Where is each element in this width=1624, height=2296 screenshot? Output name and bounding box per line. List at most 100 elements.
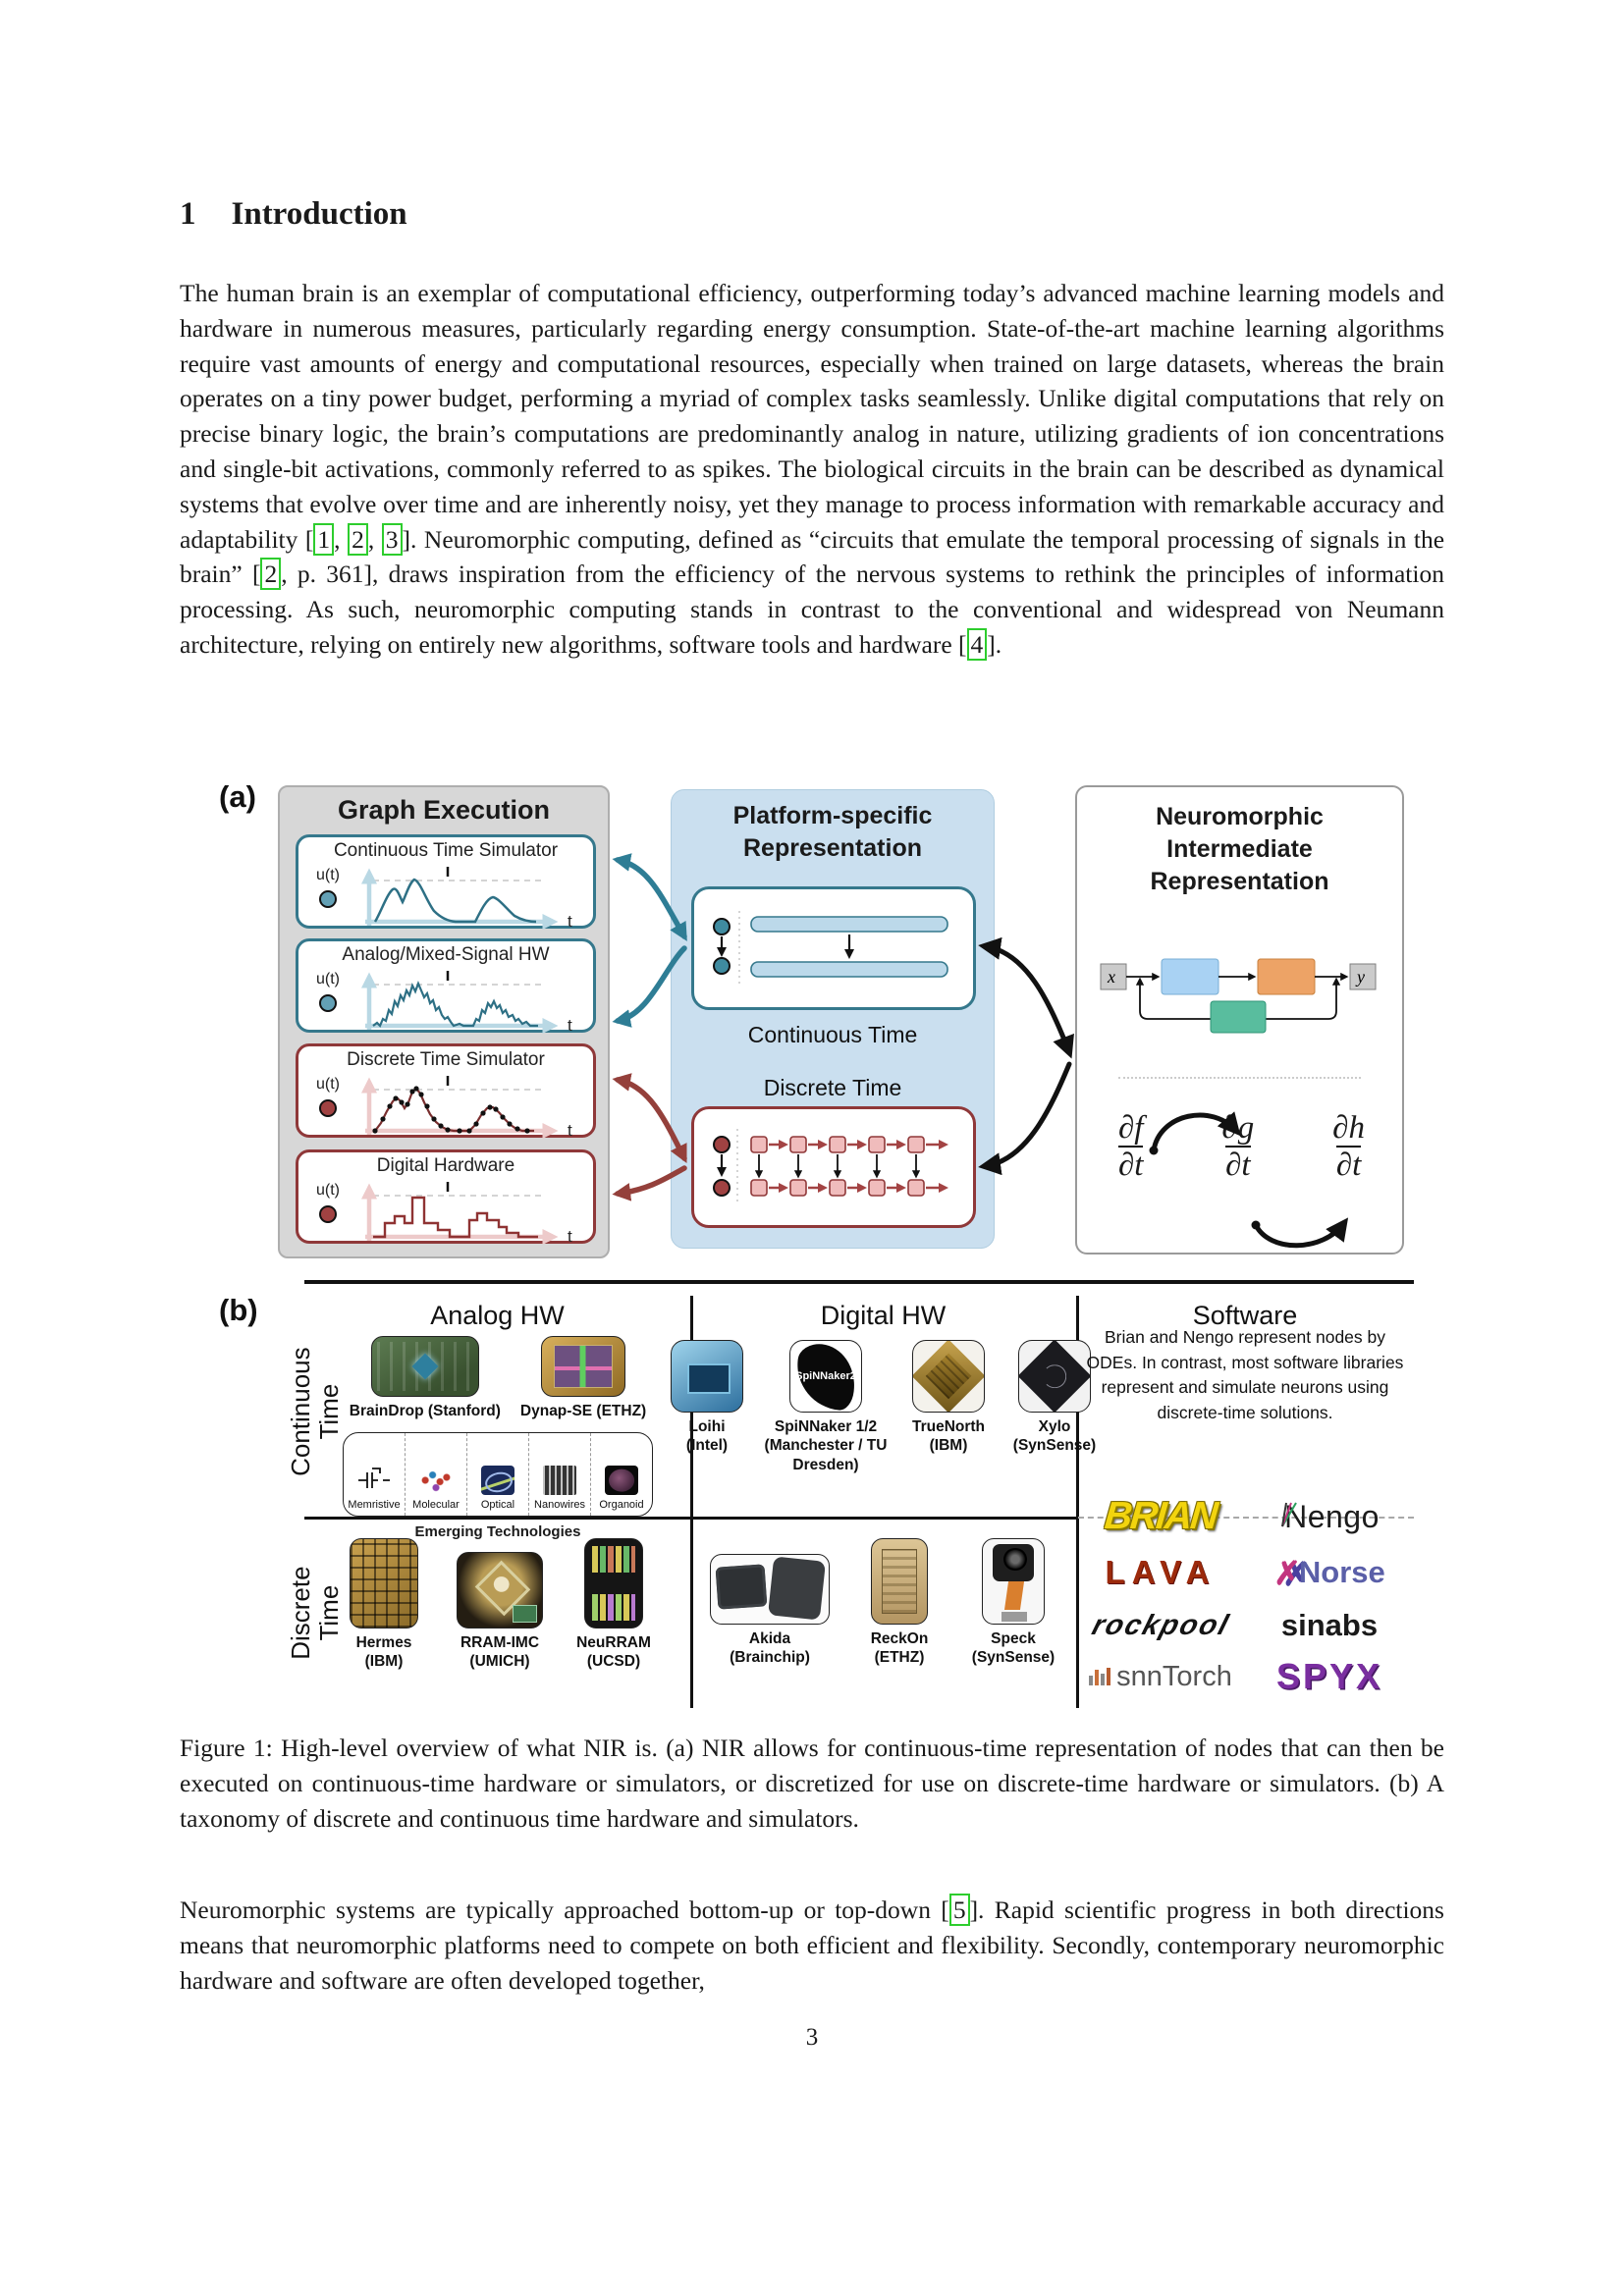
citation-link[interactable]: 4 [966, 627, 988, 661]
speck-cable [1003, 1581, 1024, 1611]
page-number: 3 [805, 2024, 819, 2051]
chip-hermes: Hermes(IBM) [335, 1538, 433, 1672]
column-divider-2 [1076, 1296, 1079, 1708]
node-dot-icon [319, 1205, 337, 1223]
citation-link[interactable]: 5 [948, 1894, 970, 1926]
norse-logo: Norse [1298, 1555, 1385, 1589]
node-dot-icon [319, 994, 337, 1012]
emerging-nanowires: Nanowires [528, 1433, 590, 1517]
chip-xylo: Xylo(SynSense) [1007, 1340, 1102, 1456]
emerging-technologies-box: Memristive Molecular Optical Nanowires O… [343, 1432, 653, 1518]
nir-derivatives: ∂f∂t ∂g∂t ∂h∂t [1097, 1111, 1386, 1182]
norse-xx-icon: ✗ [1273, 1554, 1300, 1591]
emerging-molecular: Molecular [405, 1433, 466, 1517]
figure-caption: Figure 1: High-level overview of what NI… [180, 1734, 1444, 1833]
column-header-analog-hw: Analog HW [430, 1301, 565, 1330]
emerging-technologies-label: Emerging Technologies [414, 1523, 581, 1541]
column-divider-1 [690, 1296, 693, 1708]
organoid-image [605, 1466, 638, 1496]
software-logo-row-4: snnTorch SPYX [1076, 1654, 1414, 1699]
optical-image [481, 1466, 514, 1496]
software-description: Brian and Nengo represent nodes by ODEs.… [1086, 1327, 1404, 1422]
card-title: Digital Hardware [376, 1155, 515, 1176]
chip-reckon: ReckOn(ETHZ) [857, 1538, 942, 1668]
nir-panel: Neuromorphic Intermediate Representation… [1075, 785, 1404, 1255]
emerging-optical: Optical [466, 1433, 528, 1517]
xylo-chip-image [1018, 1340, 1091, 1413]
card-title: Analog/Mixed-Signal HW [342, 944, 550, 965]
rockpool-logo: rockpool [1088, 1609, 1233, 1641]
section-number: 1 [180, 196, 196, 232]
axis-y-label: u(t) [316, 867, 340, 883]
nir-block-diagram: x y [1100, 958, 1377, 1034]
section-title: Introduction [231, 196, 407, 232]
discrete-time-graph [691, 1106, 976, 1228]
axis-y-label: u(t) [316, 971, 340, 988]
card-continuous-time-simulator: Continuous Time Simulator u(t) t [296, 834, 596, 930]
card-discrete-time-simulator: Discrete Time Simulator u(t) t [296, 1043, 596, 1139]
axis-y-label: u(t) [316, 1076, 340, 1093]
citation-link[interactable]: 2 [348, 522, 368, 556]
panel-a-label: (a) [219, 779, 256, 814]
software-logo-row-3: rockpool sinabs [1076, 1603, 1414, 1648]
chip-loihi: Loihi(Intel) [666, 1340, 748, 1456]
truenorth-chip-image [912, 1340, 985, 1413]
card-title: Discrete Time Simulator [347, 1049, 545, 1070]
spyx-logo: SPYX [1275, 1656, 1383, 1696]
lava-logo: LAVA [1105, 1554, 1217, 1590]
discrete-time-label: Discrete Time [763, 1075, 902, 1100]
cell-analog-discrete: Hermes(IBM) RRAM-IMC(UMICH) NeuRRAM(UCSD… [312, 1538, 683, 1672]
signal-plot-discrete: t [360, 1076, 572, 1139]
emerging-memristive: Memristive [344, 1433, 405, 1516]
row-divider-dashed [1078, 1517, 1414, 1519]
signal-plot-analog: t [360, 971, 572, 1034]
chip-truenorth: TrueNorth(IBM) [903, 1340, 994, 1456]
braindrop-chip-image [370, 1336, 479, 1397]
spinnaker-logo-text: SpiNNaker2 [795, 1370, 856, 1383]
axis-x-label: t [568, 1121, 572, 1139]
node-dot-icon [319, 1099, 337, 1117]
speck-chip-image [982, 1538, 1045, 1625]
continuous-time-graph [691, 886, 976, 1010]
rram-imc-chip-image [457, 1552, 543, 1629]
axis-x-label: t [568, 1016, 572, 1034]
chip-rram-imc: RRAM-IMC(UMICH) [449, 1552, 551, 1672]
derivative-h: ∂h∂t [1332, 1110, 1365, 1183]
akida-chip-image [710, 1554, 830, 1625]
card-digital-hardware: Digital Hardware u(t) t [296, 1149, 596, 1245]
citation-link[interactable]: 3 [381, 522, 403, 556]
card-title: Continuous Time Simulator [333, 840, 559, 861]
spinnaker-chip-image: SpiNNaker2 [789, 1340, 862, 1413]
citation-link[interactable]: 1 [313, 522, 335, 556]
cell-digital-continuous: Loihi(Intel) SpiNNaker2 SpiNNaker 1/2(Ma… [671, 1340, 1096, 1474]
graph-execution-panel: Graph Execution Continuous Time Simulato… [278, 785, 610, 1258]
loihi-chip-image [671, 1340, 743, 1413]
row-divider-solid [304, 1517, 1078, 1520]
panel-b-label: (b) [219, 1293, 258, 1327]
axis-x-label: t [568, 1227, 572, 1245]
chip-spinnaker: SpiNNaker2 SpiNNaker 1/2(Manchester / TU… [762, 1340, 890, 1474]
chip-label: Dynap-SE (ETHZ) [519, 1403, 647, 1419]
chip-speck: Speck(SynSense) [967, 1538, 1059, 1668]
nir-output-label: y [1355, 967, 1365, 987]
citation-link[interactable]: 2 [260, 558, 282, 591]
speck-connector [1001, 1611, 1027, 1623]
dynapse-chip-image [541, 1336, 626, 1397]
paragraph-intro: The human brain is an exemplar of comput… [180, 279, 1445, 661]
chip-neurram: NeuRRAM(UCSD) [567, 1538, 661, 1672]
nanowires-image [543, 1466, 576, 1496]
signal-plot-digital: t [360, 1182, 572, 1245]
brian-logo: BRIAN [1103, 1495, 1218, 1537]
neurram-chip-image [584, 1538, 643, 1629]
figure-1b: (b) Analog HW Digital HW Software Contin… [180, 1271, 1444, 1728]
hermes-chip-image [350, 1538, 418, 1629]
cell-analog-continuous: BrainDrop (Stanford) Dynap-SE (ETHZ) Mem… [312, 1336, 683, 1540]
column-header-software: Software [1192, 1301, 1298, 1330]
paragraph-2: Neuromorphic systems are typically appro… [180, 1894, 1444, 1995]
sinabs-logo: sinabs [1280, 1608, 1379, 1642]
continuous-graph-drawing [713, 911, 948, 984]
derivative-f: ∂f∂t [1118, 1110, 1144, 1183]
nengo-mark-icon [1281, 1502, 1297, 1527]
memristive-symbol-icon [358, 1468, 390, 1489]
signal-plot-continuous: t [360, 867, 572, 930]
